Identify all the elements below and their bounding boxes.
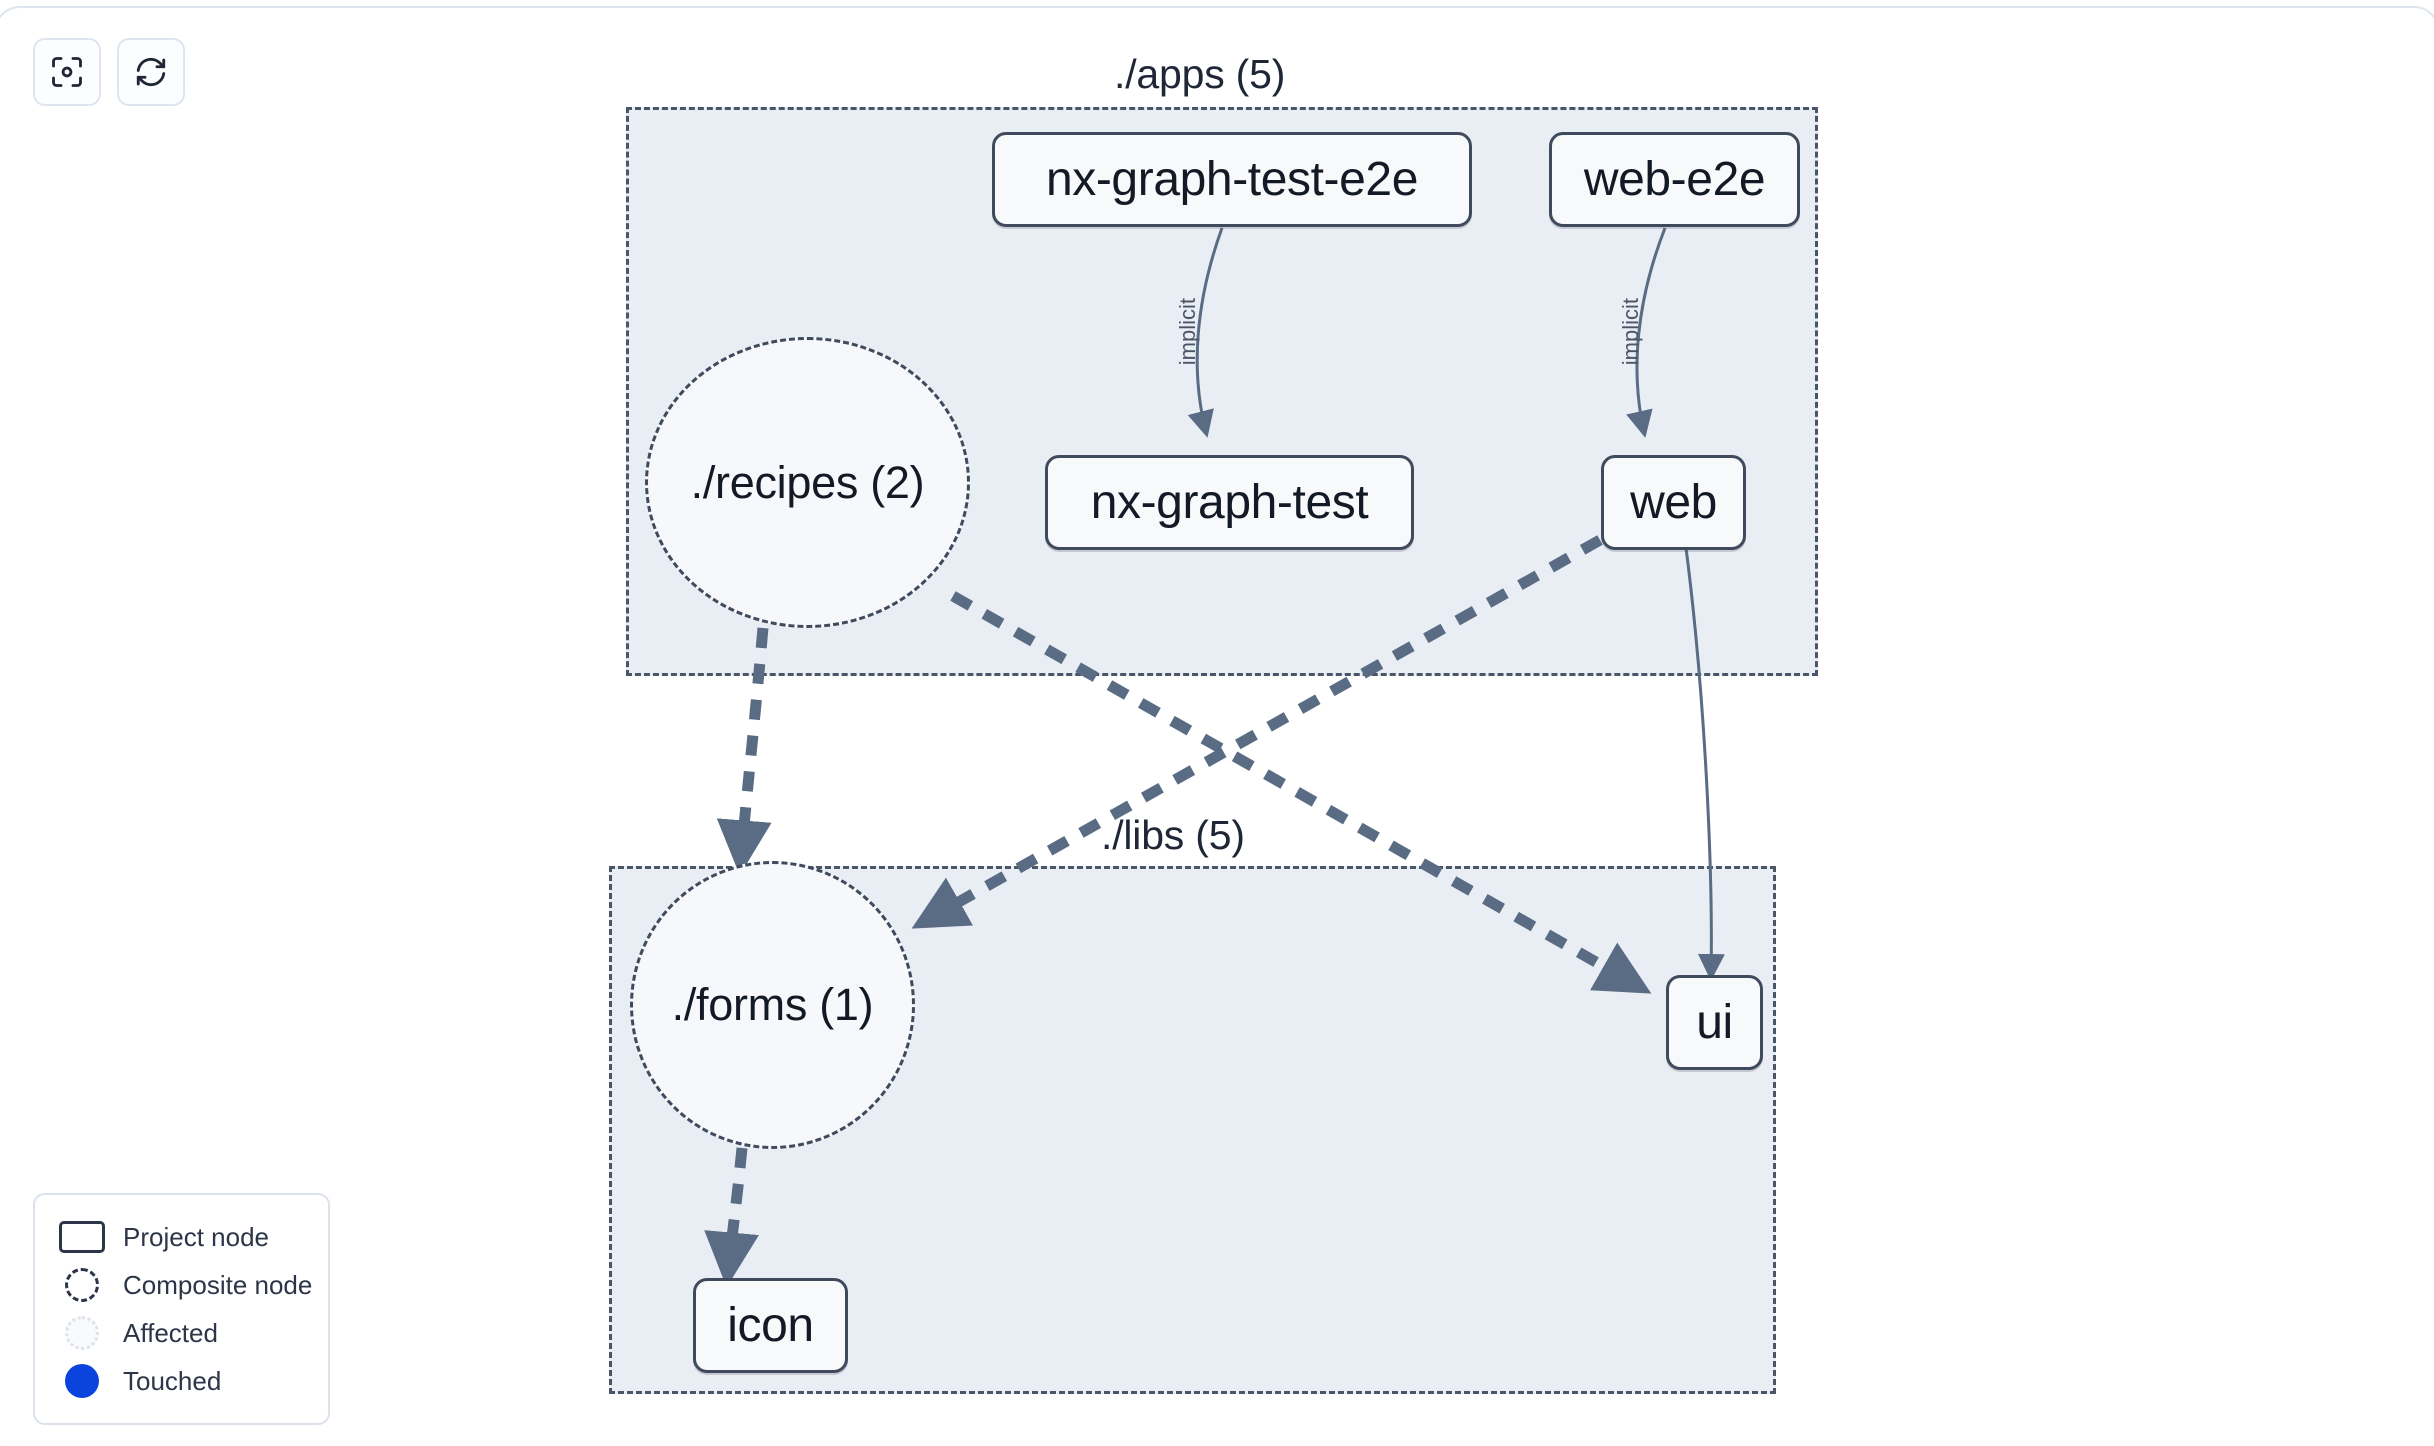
graph-node-label: ./forms (1): [671, 979, 874, 1030]
legend-item-affected: Affected: [59, 1309, 308, 1357]
focus-target-icon: [49, 54, 85, 90]
edge-label-implicit-web: implicit: [1618, 298, 1643, 366]
legend-item-composite-node: Composite node: [59, 1261, 312, 1309]
graph-toolbar: [33, 38, 185, 106]
legend-item-label: Affected: [123, 1317, 218, 1348]
affected-swatch-icon: [59, 1310, 105, 1356]
touched-swatch-icon: [59, 1358, 105, 1404]
legend-item-label: Composite node: [123, 1269, 313, 1300]
graph-node-ui[interactable]: ui: [1666, 975, 1763, 1070]
edge-label-implicit-nx-graph-test: implicit: [1175, 298, 1200, 366]
composite-node-swatch-icon: [59, 1262, 105, 1308]
graph-node-label: nx-graph-test: [1090, 476, 1369, 529]
graph-node-label: web: [1630, 476, 1717, 529]
graph-node-icon[interactable]: icon: [693, 1278, 848, 1373]
graph-node-label: web-e2e: [1583, 153, 1766, 206]
legend-item-project-node: Project node: [59, 1213, 308, 1261]
legend-item-label: Project node: [123, 1221, 269, 1252]
graph-node-label: icon: [727, 1299, 814, 1352]
refresh-graph-button[interactable]: [117, 38, 185, 106]
graph-node-web-e2e[interactable]: web-e2e: [1549, 132, 1800, 227]
graph-node-web[interactable]: web: [1601, 455, 1746, 550]
focus-graph-button[interactable]: [33, 38, 101, 106]
graph-node-label: ui: [1696, 996, 1733, 1049]
graph-legend: Project node Composite node Affected Tou…: [33, 1193, 330, 1425]
graph-node-nx-graph-test[interactable]: nx-graph-test: [1045, 455, 1414, 550]
graph-node-label: ./recipes (2): [690, 456, 925, 508]
project-node-swatch-icon: [59, 1214, 105, 1260]
group-label-apps: ./apps (5): [1114, 51, 1286, 97]
graph-node-nx-graph-test-e2e[interactable]: nx-graph-test-e2e: [992, 132, 1472, 227]
legend-item-label: Touched: [123, 1365, 222, 1396]
refresh-icon: [133, 54, 169, 90]
graph-node-label: nx-graph-test-e2e: [1045, 153, 1419, 206]
graph-composite-node-forms[interactable]: ./forms (1): [630, 861, 915, 1149]
graph-composite-node-recipes[interactable]: ./recipes (2): [645, 337, 970, 628]
legend-item-touched: Touched: [59, 1357, 308, 1405]
group-label-libs: ./libs (5): [1101, 812, 1245, 858]
